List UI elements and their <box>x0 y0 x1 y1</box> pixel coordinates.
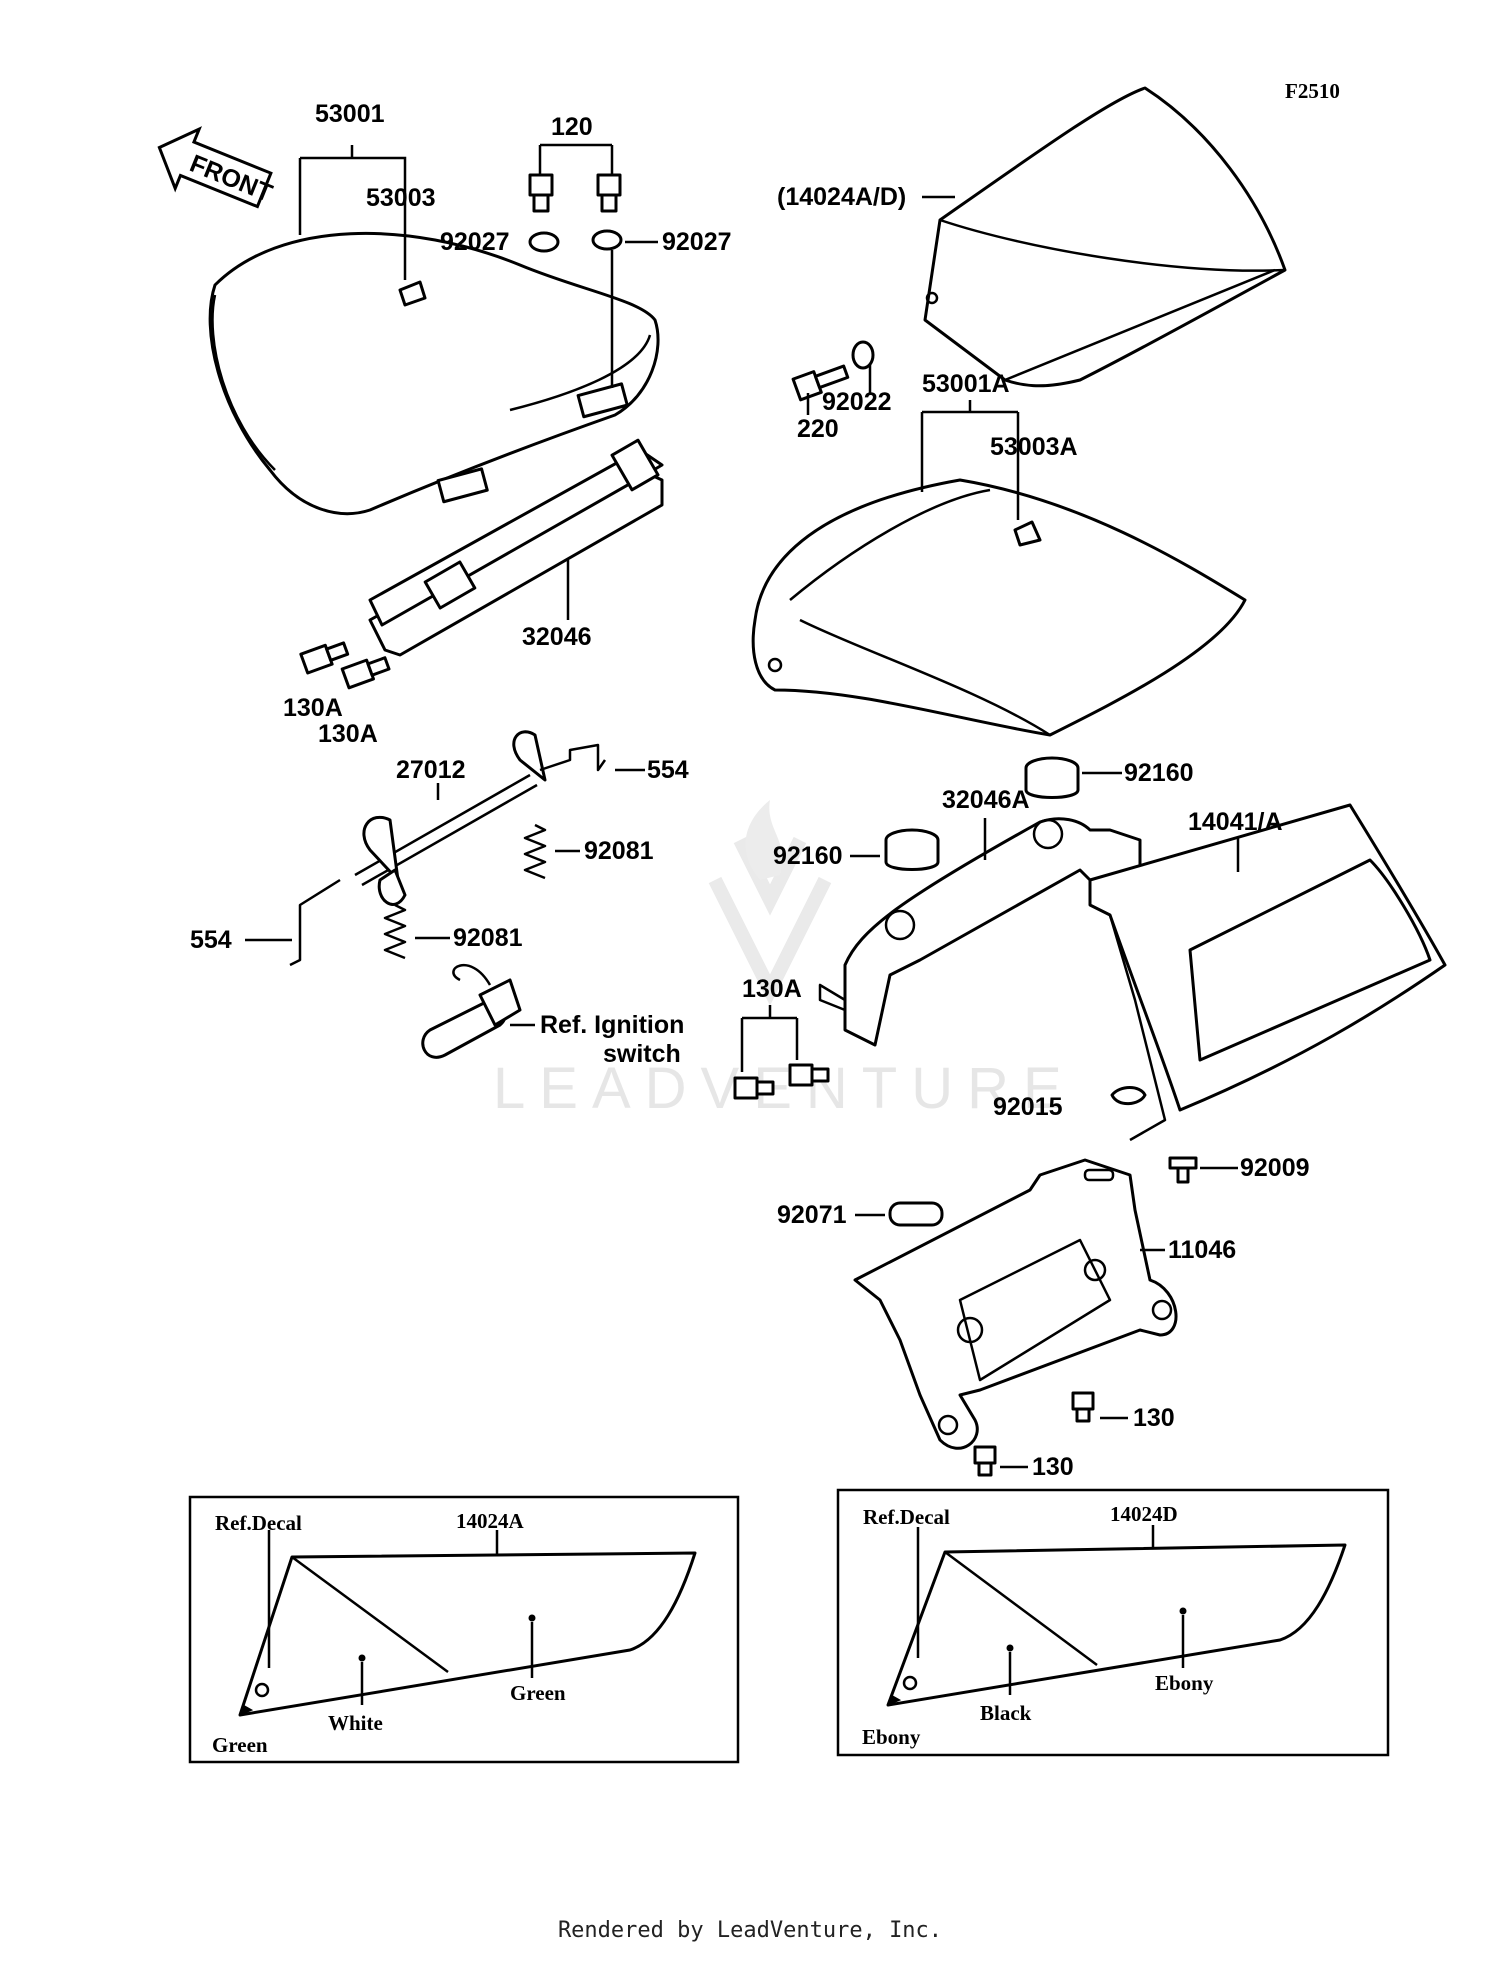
inset-left-ref-decal: Ref.Decal <box>215 1511 302 1535</box>
inset-14024d: Ref.Decal 14024D Ebony Black Ebony <box>836 1488 1390 1757</box>
callout-220: 220 <box>797 415 839 443</box>
bolt-130a-upper <box>299 641 350 675</box>
callout-130-lower: 130 <box>1032 1453 1074 1481</box>
clip-92015 <box>1110 1086 1147 1106</box>
callout-53001a: 53001A <box>922 370 1010 398</box>
screw-92009 <box>1168 1156 1198 1184</box>
bolt-130a-lower <box>340 656 391 690</box>
seat-bracket-32046 <box>368 438 664 657</box>
inset-left-color-main: Green <box>510 1681 566 1705</box>
grommet-92160-lower <box>884 828 940 871</box>
callout-554-right: 554 <box>647 756 689 784</box>
inset-right-part: 14024D <box>1110 1502 1178 1526</box>
grommet-92071 <box>888 1201 944 1227</box>
watermark-text: LEADVENTURE <box>493 1056 1076 1121</box>
bolt-220 <box>791 364 850 402</box>
figure-code: F2510 <box>1285 79 1340 103</box>
inset-left-color-mid: White <box>328 1711 383 1735</box>
bolt-120-right <box>596 173 622 213</box>
side-cover-14041a <box>1088 803 1447 1142</box>
inset-right-color-tip: Ebony <box>862 1725 921 1749</box>
inset-right-ref-decal: Ref.Decal <box>863 1505 950 1529</box>
callout-92081-upper: 92081 <box>584 837 654 865</box>
callout-130-upper: 130 <box>1133 1404 1175 1432</box>
callout-130a-3: 130A <box>742 975 802 1003</box>
bolt-120-left <box>528 173 554 213</box>
callout-53003a: 53003A <box>990 433 1078 461</box>
callout-92022: 92022 <box>822 388 892 416</box>
rear-seat-53001a <box>751 478 1247 737</box>
ref-ignition-line2: switch <box>603 1040 681 1068</box>
inset-left-part: 14024A <box>456 1509 525 1533</box>
callout-92160-lower: 92160 <box>773 842 843 870</box>
inset-right-color-mid: Black <box>980 1701 1032 1725</box>
bolt-130-upper <box>1071 1391 1095 1423</box>
callout-27012: 27012 <box>396 756 466 784</box>
bracket-11046 <box>853 1158 1178 1450</box>
callout-32046a: 32046A <box>942 786 1030 814</box>
callout-554-left: 554 <box>190 926 232 954</box>
callout-14041a: 14041/A <box>1188 808 1283 836</box>
seat-lock-27012 <box>289 730 607 967</box>
washer-92022 <box>851 340 875 370</box>
seat-bracket-32046a <box>818 817 1142 1047</box>
front-seat-leaders <box>298 143 614 388</box>
inset-14024a: Ref.Decal 14024A Green White Green <box>188 1495 740 1764</box>
ignition-switch-ref <box>421 963 522 1059</box>
bolt-130-lower <box>973 1445 997 1477</box>
callout-92071: 92071 <box>777 1201 847 1229</box>
spring-92081-upper <box>523 823 547 880</box>
collar-92027-left <box>528 231 560 253</box>
callout-11046: 11046 <box>1168 1236 1236 1264</box>
callout-130a-2: 130A <box>318 720 378 748</box>
callout-92009: 92009 <box>1240 1154 1310 1182</box>
inset-right-color-main: Ebony <box>1155 1671 1214 1695</box>
bolt-130a-right-2 <box>788 1063 830 1087</box>
grommet-92160-upper <box>1024 756 1080 799</box>
callout-92081-lower: 92081 <box>453 924 523 952</box>
ref-ignition-line1: Ref. Ignition <box>540 1011 684 1039</box>
callout-92015: 92015 <box>993 1093 1063 1121</box>
seat-cover-14024 <box>923 86 1287 388</box>
callout-14024ad: (14024A/D) <box>777 183 906 211</box>
footer-credit: Rendered by LeadVenture, Inc. <box>557 1918 943 1943</box>
callout-32046: 32046 <box>522 623 592 651</box>
callout-53003: 53003 <box>366 184 436 212</box>
collar-92027-right <box>591 229 623 251</box>
callout-120: 120 <box>551 113 593 141</box>
spring-92081-lower <box>383 903 407 960</box>
callout-130a-1: 130A <box>283 694 343 722</box>
front-arrow-icon: FRONT <box>157 126 276 209</box>
callout-92027-right: 92027 <box>662 228 732 256</box>
callout-92160-upper: 92160 <box>1124 759 1194 787</box>
callout-53001: 53001 <box>315 100 385 128</box>
watermark: LEADVENTURE <box>493 800 1076 1121</box>
front-seat <box>208 231 660 516</box>
callout-92027-left: 92027 <box>440 228 510 256</box>
bolt-130a-right-1 <box>733 1076 775 1100</box>
inset-left-color-tip: Green <box>212 1733 268 1757</box>
